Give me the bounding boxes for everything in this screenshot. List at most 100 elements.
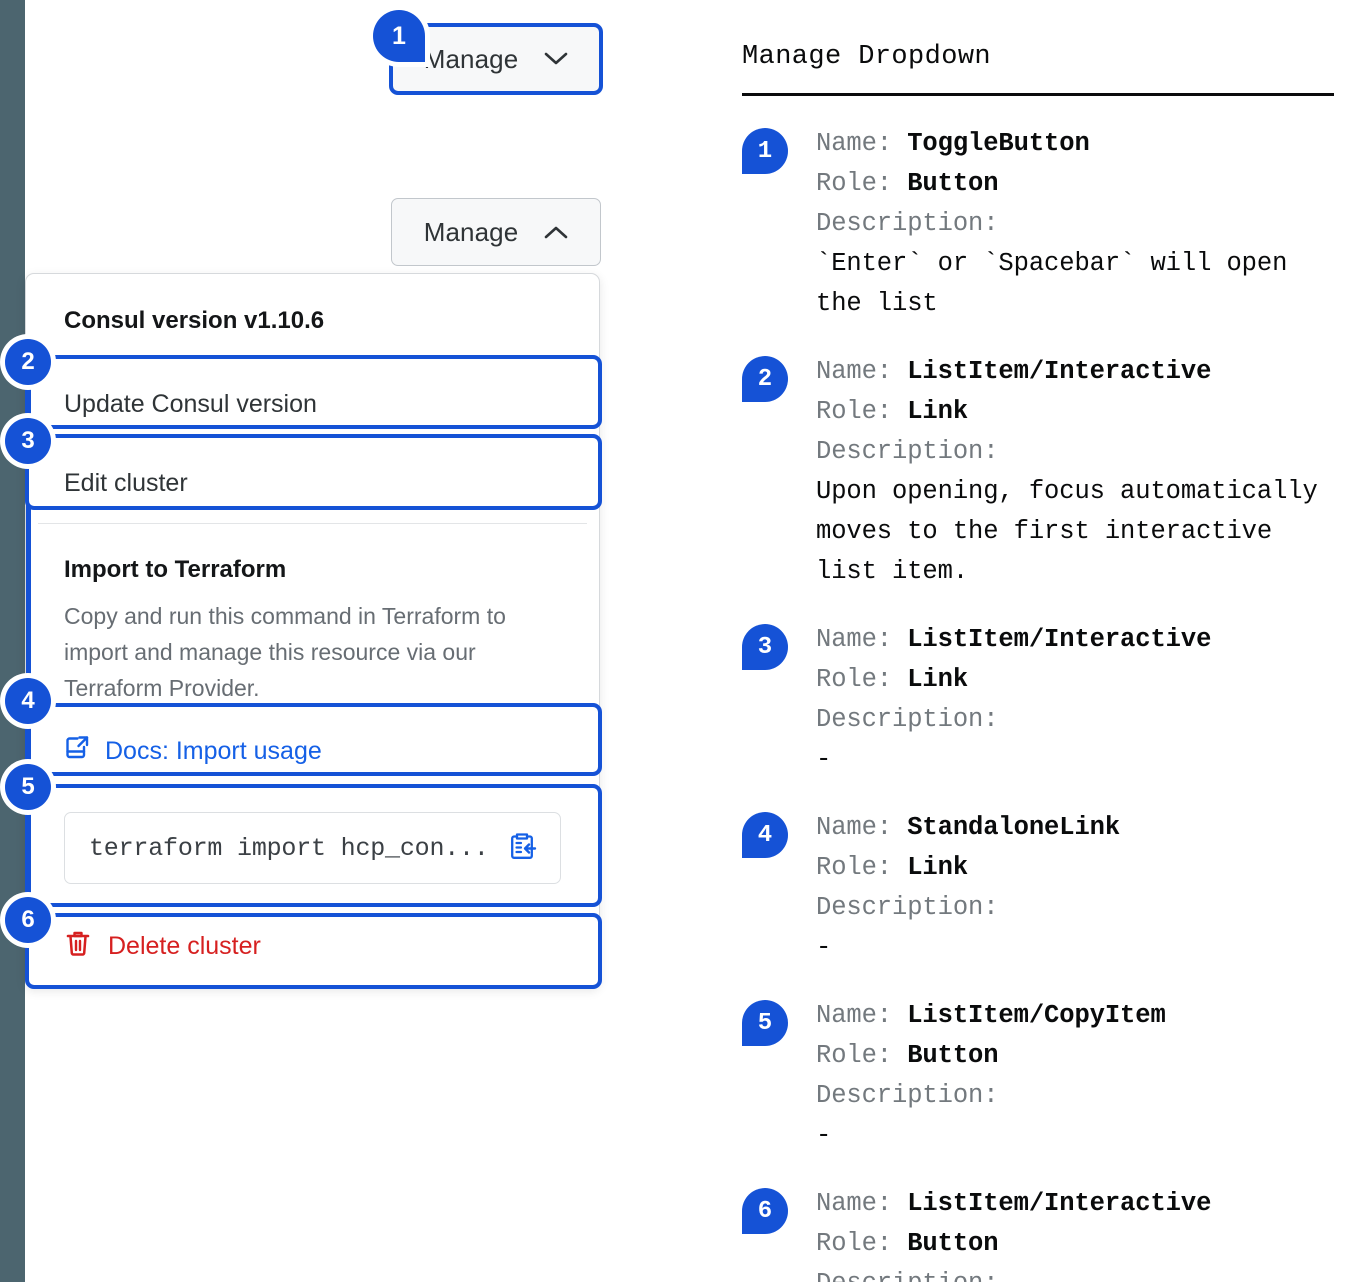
manage-dropdown-panel: Consul version v1.10.6 Update Consul ver… [25,273,600,988]
menu-item-update-consul-version[interactable]: Update Consul version [26,365,599,444]
legend-role-value: Button [907,1229,999,1258]
terraform-command-text: terraform import hcp_con... [89,833,489,863]
legend-name-label: Name: [816,813,893,842]
legend-badge-number: 2 [757,365,773,393]
legend-badge-number: 1 [757,137,773,165]
legend-name-line: Name: ListItem/CopyItem [816,996,1334,1036]
docs-link-label: Docs: Import usage [105,737,322,765]
callout-badge-3: 3 [5,418,51,464]
legend-name-label: Name: [816,1001,893,1030]
legend-role-label: Role: [816,1229,893,1258]
legend-role-label: Role: [816,1041,893,1070]
legend-description-label: Description: [816,1081,999,1110]
legend-name-line: Name: ListItem/Interactive [816,620,1334,660]
callout-badge-4: 4 [5,678,51,724]
callout-badge-number: 1 [392,21,406,50]
legend-name-value: ToggleButton [907,129,1090,158]
chevron-up-icon [544,225,568,239]
legend-role-label: Role: [816,397,893,426]
legend-name-value: ListItem/CopyItem [907,1001,1166,1030]
legend-name-label: Name: [816,625,893,654]
legend-description-label: Description: [816,437,999,466]
legend-name-value: ListItem/Interactive [907,625,1212,654]
legend-divider [742,93,1334,96]
legend-role-value: Button [907,169,999,198]
docs-import-usage-link[interactable]: Docs: Import usage [26,712,599,791]
import-to-terraform-section: Import to Terraform Copy and run this co… [26,524,599,712]
legend-badge-number: 6 [757,1197,773,1225]
left-rail [0,0,25,1282]
legend-name-line: Name: ToggleButton [816,124,1334,164]
legend-badge-1: 1 [742,128,788,174]
callout-badge-number: 5 [21,773,35,800]
legend-name-label: Name: [816,357,893,386]
callout-badge-number: 2 [21,348,35,375]
manage-button-label: Manage [423,43,519,74]
menu-item-label: Update Consul version [64,390,317,418]
copy-to-clipboard-icon[interactable] [506,830,538,867]
legend-badge-2: 2 [742,356,788,402]
legend-description-label: Description: [816,209,999,238]
legend-role-line: Role: Button [816,1036,1334,1076]
callout-badge-1: 1 [373,10,425,62]
badge-connector-3-4 [26,505,31,705]
menu-item-edit-cluster[interactable]: Edit cluster [26,444,599,523]
menu-divider [38,523,587,524]
legend-role-value: Button [907,1041,999,1070]
legend-description-label: Description: [816,893,999,922]
legend-name-label: Name: [816,129,893,158]
legend-role-label: Role: [816,665,893,694]
legend-role-value: Link [907,853,969,882]
legend-description-value: - [816,933,832,962]
callout-badge-number: 3 [21,427,35,454]
legend-role-label: Role: [816,853,893,882]
legend-name-line: Name: StandaloneLink [816,808,1334,848]
legend-role-label: Role: [816,169,893,198]
legend-role-value: Link [907,665,969,694]
callout-badge-5: 5 [5,764,51,810]
manage-toggle-button-closed[interactable]: Manage [391,25,601,93]
legend-badge-number: 3 [757,633,773,661]
callout-badge-2: 2 [5,339,51,385]
callout-badge-number: 4 [21,687,35,714]
legend-description-value: - [816,745,832,774]
legend-title: Manage Dropdown [742,42,992,72]
legend-badge-number: 5 [757,1009,773,1037]
legend-badge-number: 4 [757,821,773,849]
chevron-down-icon [544,52,568,66]
legend-entry: 3 Name: ListItem/Interactive Role: Link … [742,620,1334,780]
legend-badge-3: 3 [742,624,788,670]
legend-role-line: Role: Link [816,848,1334,888]
legend-badge-5: 5 [742,1000,788,1046]
legend-name-line: Name: ListItem/Interactive [816,1184,1334,1224]
consul-version-heading: Consul version v1.10.6 [64,307,325,334]
legend-description-label: Description: [816,1264,1334,1282]
legend-role-line: Role: Button [816,164,1334,204]
legend-description-value: Upon opening, focus automatically moves … [816,477,1318,586]
legend-entry: 2 Name: ListItem/Interactive Role: Link … [742,352,1334,592]
component-mock: Manage Manage Consul version v1.10.6 Upd… [5,10,603,989]
legend-role-line: Role: Link [816,660,1334,700]
callout-badge-number: 6 [21,906,35,933]
legend-description-value: `Enter` or `Spacebar` will open the list [816,249,1288,318]
legend-name-line: Name: ListItem/Interactive [816,352,1334,392]
legend-role-value: Link [907,397,969,426]
annotation-legend: Manage Dropdown 1 Name: ToggleButton Rol… [742,42,1334,1282]
manage-button-label-open: Manage [423,216,519,247]
terraform-command-row: terraform import hcp_con... [26,791,599,905]
legend-entry: 5 Name: ListItem/CopyItem Role: Button D… [742,996,1334,1156]
legend-entry: 6 Name: ListItem/Interactive Role: Butto… [742,1184,1334,1282]
legend-name-value: StandaloneLink [907,813,1121,842]
legend-role-line: Role: Link [816,392,1334,432]
import-to-terraform-description: Copy and run this command in Terraform t… [64,603,506,701]
delete-cluster-label: Delete cluster [108,931,261,960]
terraform-command-box[interactable]: terraform import hcp_con... [64,812,561,884]
legend-badge-6: 6 [742,1188,788,1234]
legend-name-value: ListItem/Interactive [907,357,1212,386]
legend-entry: 4 Name: StandaloneLink Role: Link Descri… [742,808,1334,968]
callout-badge-6: 6 [5,897,51,943]
legend-name-label: Name: [816,1189,893,1218]
menu-item-delete-cluster[interactable]: Delete cluster [26,905,599,987]
docs-external-link-icon [64,735,90,768]
manage-toggle-button-open[interactable]: Manage [391,198,601,266]
